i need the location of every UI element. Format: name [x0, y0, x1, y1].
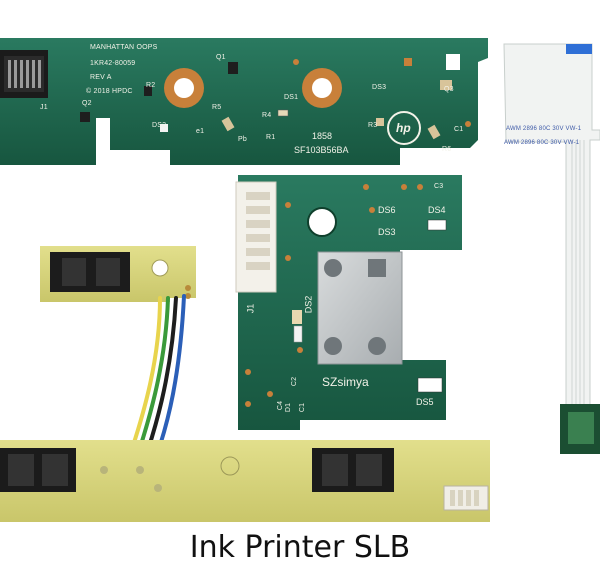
label-maker: SZsimya	[322, 375, 369, 389]
label-d1: D1	[285, 402, 293, 413]
label-r6: R6	[442, 146, 452, 153]
label-code2: SF103B56BA	[294, 145, 349, 155]
label-e1: e1	[196, 128, 205, 135]
board-top-line3: REV A	[90, 74, 112, 81]
label-q2: Q2	[82, 100, 92, 107]
board-top-line2: 1KR42-80059	[90, 60, 136, 67]
label-c1: C1	[454, 126, 464, 133]
label-ds3-mid: DS3	[378, 227, 396, 237]
label-r5: R5	[212, 104, 222, 111]
small-yellow-board	[40, 246, 196, 302]
label-j1: J1	[40, 104, 48, 111]
label-pb: Pb	[238, 136, 247, 143]
label-r3: R3	[368, 122, 378, 129]
label-ds2-mid: DS2	[303, 295, 314, 314]
board-top-line4: © 2018 HPDC	[86, 88, 133, 95]
label-j1-mid: J1	[245, 303, 256, 314]
label-ds1: DS1	[284, 94, 299, 101]
label-q1: Q1	[216, 54, 226, 61]
label-ds4: DS4	[428, 205, 446, 215]
flex-cable	[503, 43, 600, 454]
top-sensor-board	[0, 38, 488, 165]
label-code1: 1858	[312, 131, 333, 141]
label-ds6: DS6	[378, 205, 396, 215]
caption: Ink Printer SLB	[189, 530, 411, 565]
label-c2: C2	[291, 376, 299, 387]
label-c3: C3	[434, 183, 444, 190]
label-q3: Q3	[444, 86, 454, 93]
bottom-yellow-board	[0, 440, 490, 522]
label-ds5: DS5	[416, 397, 434, 407]
flex-cable-print-2: AWM 2896 80C 30V VW-1	[504, 140, 580, 146]
label-r4: R4	[262, 112, 272, 119]
label-ds2: DS2	[152, 122, 167, 129]
middle-sensor-board	[235, 175, 462, 430]
flex-cable-print-1: AWM 2896 80C 30V VW-1	[506, 126, 582, 132]
label-c1-mid: C1	[299, 402, 307, 413]
board-top-line1: MANHATTAN OOPS	[90, 44, 158, 51]
hp-logo: hp	[396, 121, 411, 135]
label-c4: C4	[277, 400, 285, 411]
label-ds3: DS3	[372, 84, 387, 91]
label-r1: R1	[266, 134, 276, 141]
label-r2: R2	[146, 82, 156, 89]
